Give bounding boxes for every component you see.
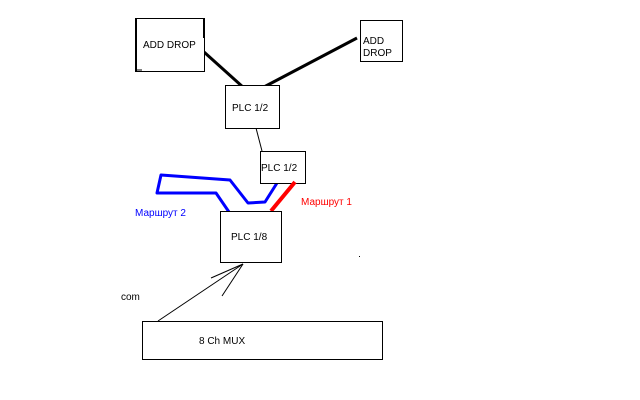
node-label: PLC 1/2: [261, 163, 298, 174]
node-plc-bottom: PLC 1/8: [220, 211, 282, 263]
node-label-line2: DROP: [363, 48, 392, 59]
stray-dot: [359, 256, 360, 257]
node-label: PLC 1/2: [232, 103, 269, 114]
route2-label: Маршрут 2: [135, 208, 186, 219]
route2-path: [155, 173, 279, 213]
node-label: 8 Ch MUX: [199, 336, 245, 347]
node-add-drop-left: ADD DROP: [135, 18, 205, 72]
route1-label: Маршрут 1: [301, 197, 352, 208]
connector-add-drop-left-to-plc-top: [202, 50, 246, 90]
com-arrow: [157, 263, 244, 322]
node-plc-top: PLC 1/2: [225, 85, 280, 129]
connector-plc-top-to-plc-middle: [255, 127, 263, 152]
com-label: com: [121, 292, 140, 303]
node-label: ADD DROP: [143, 40, 196, 51]
route1-path: [269, 180, 297, 213]
node-label: PLC 1/8: [231, 232, 268, 243]
node-add-drop-right: ADD DROP: [360, 20, 403, 62]
node-label-line1: ADD: [363, 36, 384, 47]
connector-add-drop-right-to-plc-top: [261, 36, 358, 90]
node-plc-middle: PLC 1/2: [260, 151, 306, 184]
node-mux: 8 Ch MUX: [142, 321, 383, 360]
